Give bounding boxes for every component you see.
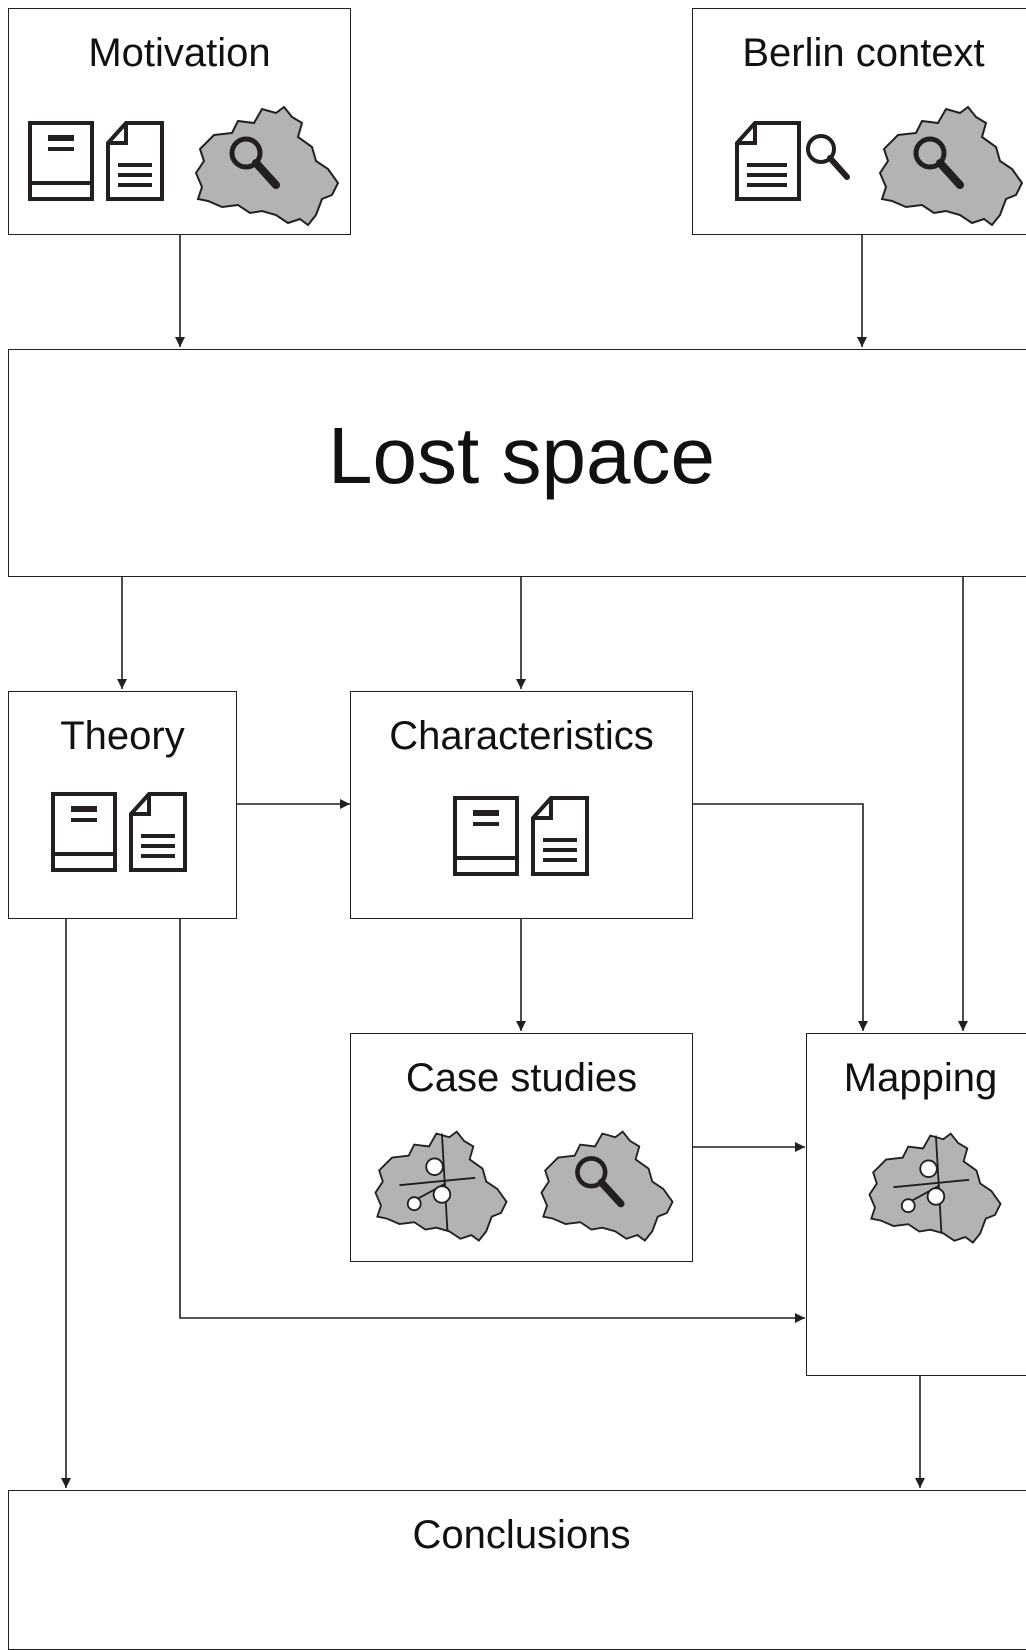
case-studies-box: Case studies [350,1033,693,1262]
mapping-box: Mapping [806,1033,1026,1376]
conclusions-box: Conclusions [8,1490,1026,1650]
book-icon [453,796,519,876]
document-icon [106,121,164,201]
document-icon [531,796,589,876]
theory-label: Theory [60,714,185,758]
arrow-theory-to-mapping [179,919,805,1323]
book-icon [28,121,94,201]
characteristics-label: Characteristics [389,714,654,758]
berlin-map-sites-icon [868,1132,1002,1244]
mapping-label: Mapping [843,1056,998,1100]
motivation-box: Motivation [8,8,351,235]
lost-space-label: Lost space [328,411,715,500]
berlin-map-sites-icon [374,1130,508,1242]
document-icon [129,792,187,872]
motivation-label: Motivation [88,31,271,75]
document-search-icon [735,121,850,201]
berlin-context-box: Berlin context [692,8,1026,235]
berlin-map-search-icon [194,105,340,227]
lost-space-box: Lost space [8,349,1026,577]
theory-box: Theory [8,691,237,919]
conclusions-label: Conclusions [412,1513,631,1557]
characteristics-box: Characteristics [350,691,693,919]
berlin-map-search-icon [878,105,1024,227]
book-icon [51,792,117,872]
case-studies-label: Case studies [405,1056,638,1100]
arrow-characteristics-to-mapping [692,803,868,1031]
berlin-map-search-icon [540,1130,674,1242]
berlin-context-label: Berlin context [742,31,985,75]
